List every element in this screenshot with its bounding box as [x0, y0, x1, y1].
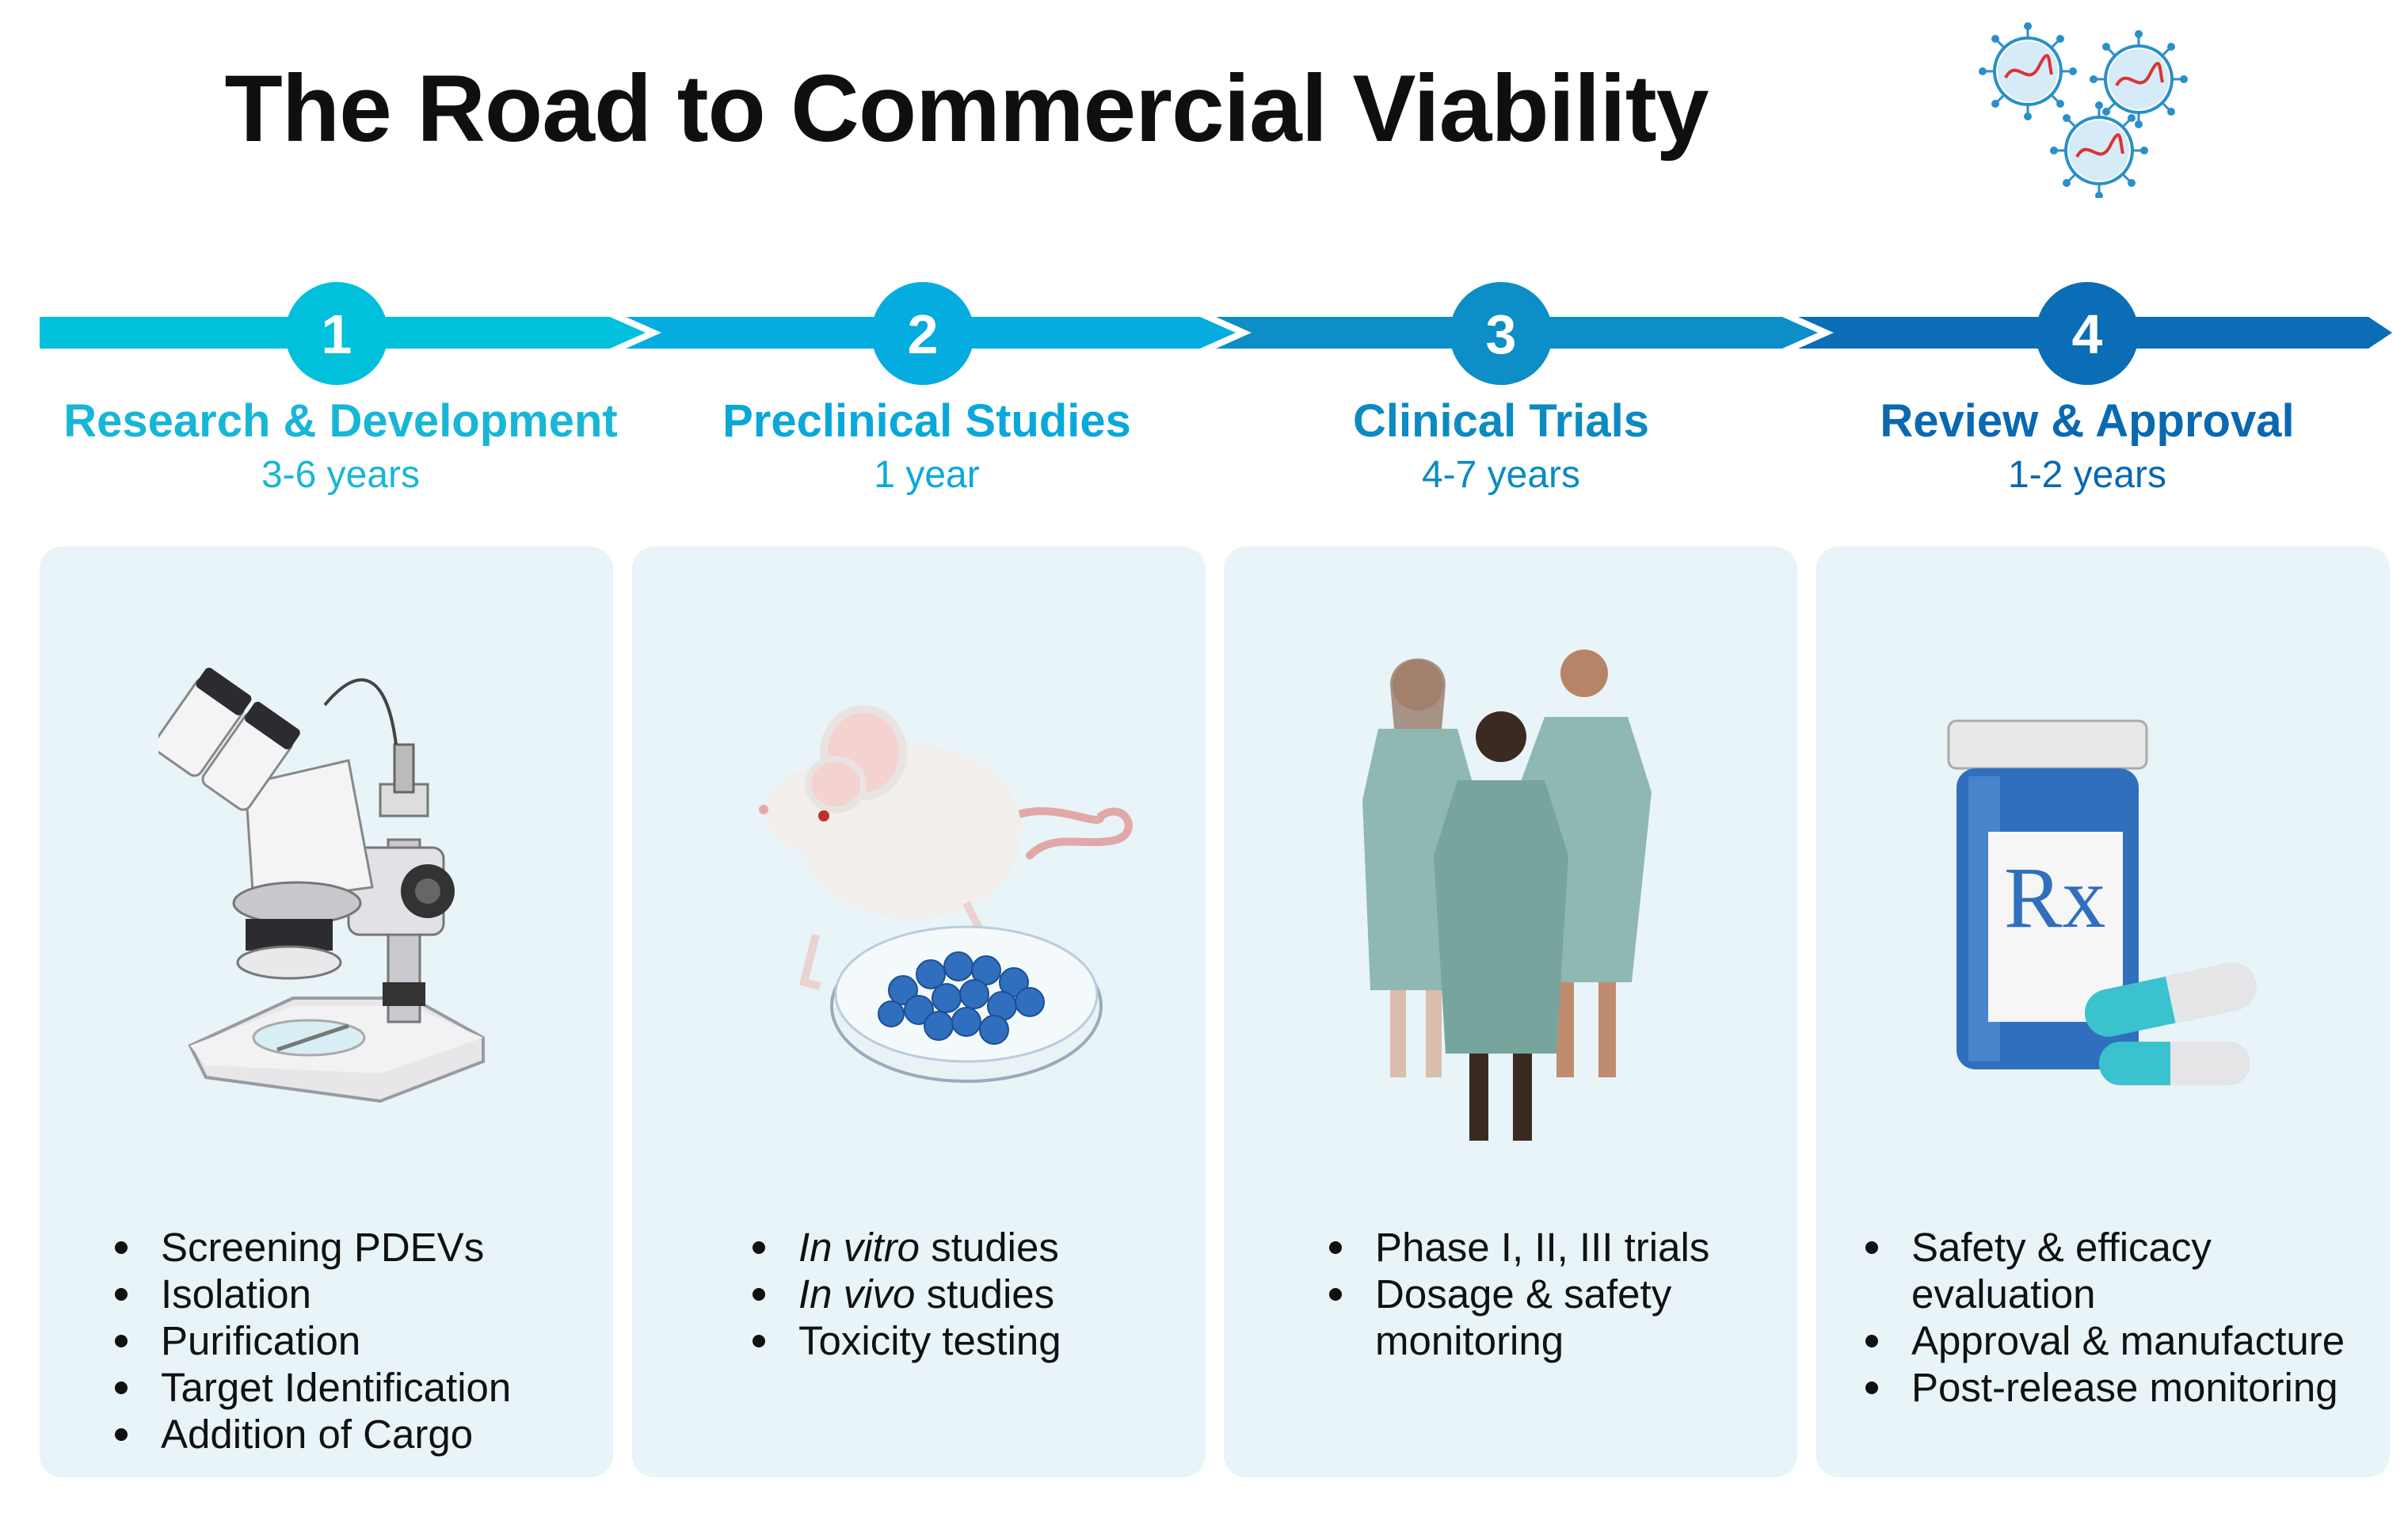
timeline-arrow — [40, 282, 2392, 385]
list-item: Approval & manufacture — [1865, 1317, 2372, 1364]
page-title: The Road to Commercial Viability — [224, 55, 1709, 162]
list-item: Dosage & safety monitoring — [1329, 1271, 1773, 1364]
list-item: Phase I, II, III trials — [1329, 1224, 1773, 1271]
stage-4-title: Review & Approval — [1880, 395, 2295, 447]
list-item: Isolation — [115, 1271, 606, 1317]
list-item: Screening PDEVs — [115, 1224, 606, 1271]
capsules-icon — [2084, 962, 2257, 1085]
mouse-petri-dish-icon — [759, 705, 1133, 1083]
stage-1-duration: 3-6 years — [261, 454, 421, 496]
stage-4-circle — [2036, 282, 2139, 385]
list-item: In vivo studies — [752, 1271, 1212, 1317]
list-item: Target Identification — [115, 1364, 606, 1411]
stage-1-circle — [285, 282, 388, 385]
list-item: Toxicity testing — [752, 1317, 1212, 1364]
stage-2-title: Preclinical Studies — [722, 395, 1131, 447]
stage-4-duration: 1-2 years — [2007, 454, 2167, 496]
stage-3-number: 3 — [1485, 303, 1517, 365]
stage-1-title: Research & Development — [63, 395, 618, 447]
virus-particles-icon — [1979, 22, 2189, 198]
stage-3-bullets: Phase I, II, III trials Dosage & safety … — [1329, 1224, 1773, 1364]
stage-3-title: Clinical Trials — [1353, 395, 1649, 447]
stage-3-duration: 4-7 years — [1421, 454, 1581, 496]
microscope-icon — [158, 667, 485, 1103]
stage-1-bullets: Screening PDEVs Isolation Purification T… — [115, 1224, 606, 1458]
stage-1-number: 1 — [321, 303, 352, 365]
pill-bottle-icon — [1947, 719, 2148, 1069]
stage-2-number: 2 — [907, 303, 939, 365]
stage-4-number: 4 — [2071, 303, 2103, 365]
list-item: Addition of Cargo — [115, 1411, 606, 1458]
patients-icon — [1362, 650, 1652, 1141]
rx-label: Rx — [2004, 849, 2106, 946]
stage-2-circle — [871, 282, 974, 385]
list-item: Purification — [115, 1317, 606, 1364]
list-item: Safety & efficacy evaluation — [1865, 1224, 2372, 1317]
list-item: Post-release monitoring — [1865, 1364, 2372, 1411]
stage-3-circle — [1450, 282, 1553, 385]
list-item: In vitro studies — [752, 1224, 1212, 1271]
stage-2-bullets: In vitro studies In vivo studies Toxicit… — [752, 1224, 1212, 1364]
stage-4-bullets: Safety & efficacy evaluation Approval & … — [1865, 1224, 2372, 1411]
stage-2-duration: 1 year — [874, 454, 980, 496]
